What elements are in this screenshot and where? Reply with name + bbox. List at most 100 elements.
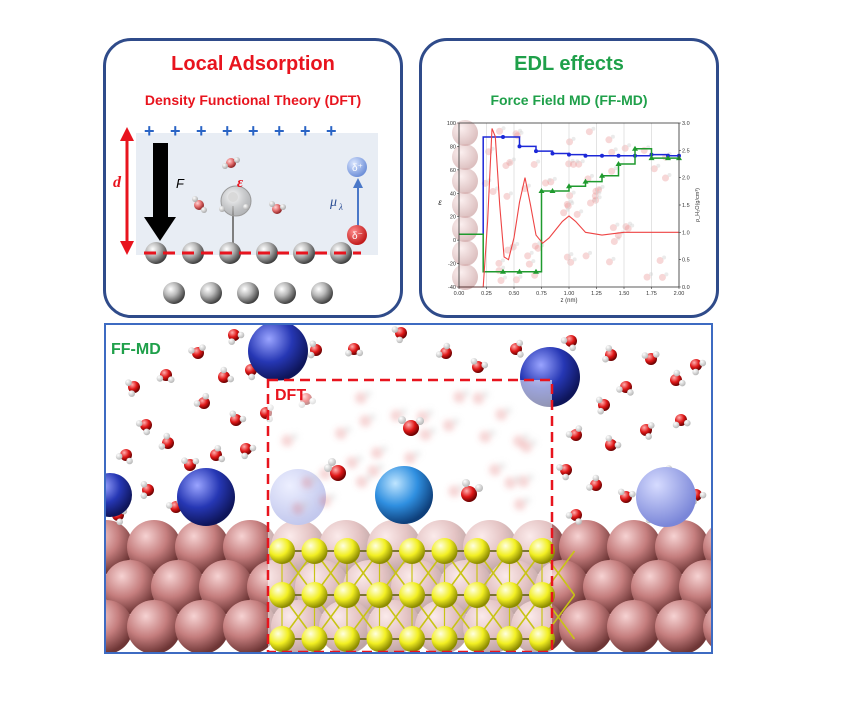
dft-subtitle: Density Functional Theory (DFT): [144, 92, 362, 108]
plus-charge: +: [326, 121, 337, 141]
sulfur-atom: [366, 538, 393, 564]
cation-sphere: [636, 467, 696, 527]
mu-label: μ: [329, 195, 337, 210]
plus-charge: +: [274, 121, 285, 141]
adsorbed-ion: [375, 466, 433, 524]
water-molecule: [605, 435, 622, 451]
y2-tick-label: 2.0: [682, 176, 690, 182]
series-point: [566, 183, 572, 189]
sulfur-atom: [496, 582, 523, 608]
series-point: [550, 151, 555, 156]
sulfur-atom: [366, 626, 393, 652]
x-tick-label: 1.25: [591, 291, 602, 297]
force-arrow-head: [144, 217, 176, 241]
surface-atom: [200, 282, 222, 304]
series-point: [582, 178, 589, 184]
y-tick-label: 40: [450, 191, 456, 197]
series-point: [500, 268, 506, 274]
series-point: [567, 152, 571, 157]
sulfur-atom: [529, 538, 555, 564]
simulation-snapshot: [106, 325, 711, 652]
y2-axis-label: ρ_H₂O(g/cm³): [695, 188, 701, 222]
y-tick-label: -20: [448, 262, 456, 268]
water-molecule: [690, 359, 707, 376]
copper-atom: [175, 600, 229, 652]
plus-charge: +: [222, 121, 233, 141]
series-point: [517, 144, 522, 149]
chart-series: [459, 128, 682, 288]
water-molecule: [229, 410, 247, 426]
sulfur-atom: [431, 626, 458, 652]
y2-tick-label: 3.0: [682, 121, 690, 127]
series-point: [549, 187, 556, 193]
series-point: [632, 145, 638, 151]
series-line-2: [459, 128, 679, 288]
copper-atom: [106, 560, 157, 614]
surface-atom: [311, 282, 333, 304]
water-molecule: [193, 392, 210, 409]
sulfur-atom: [399, 538, 425, 564]
plus-charge-row: ++++++++: [144, 121, 337, 141]
series-point: [616, 153, 621, 158]
water-molecule: [156, 369, 175, 383]
water-molecule: [556, 464, 572, 481]
copper-atom: [607, 520, 661, 574]
surface-atom: [163, 282, 185, 304]
epsilon-label: ε: [237, 175, 244, 191]
sulfur-atom: [529, 626, 555, 652]
water-molecule: [435, 342, 452, 359]
water-molecule: [565, 425, 583, 441]
d-label: d: [113, 174, 122, 191]
x-tick-label: 1.50: [619, 291, 630, 297]
sulfur-atom: [399, 582, 425, 608]
series-point: [648, 155, 655, 161]
plus-charge: +: [196, 121, 207, 141]
dft-water: [324, 458, 346, 481]
sulfur-atom: [301, 538, 328, 564]
copper-atom: [583, 560, 637, 614]
d-arrow-head-top: [120, 127, 134, 141]
y-tick-label: 80: [450, 144, 456, 150]
series-point: [538, 187, 545, 193]
surface-atom-row-bottom: [163, 282, 333, 304]
copper-atom: [199, 560, 253, 614]
force-arrow-shaft: [153, 143, 168, 220]
surface-atom: [237, 282, 259, 304]
delta-plus-icon: [347, 157, 367, 177]
water-molecule: [617, 488, 636, 503]
copper-atom: [703, 527, 711, 567]
series-point: [533, 268, 539, 274]
series-point: [665, 155, 671, 161]
water-molecule: [595, 396, 610, 415]
y-tick-label: 0: [453, 238, 456, 244]
x-tick-label: 1.75: [646, 291, 657, 297]
mu-subscript: λ: [338, 202, 343, 212]
plus-charge: +: [170, 121, 181, 141]
water-molecule: [391, 326, 407, 344]
dft-label: DFT: [275, 387, 307, 404]
water-molecule: [115, 449, 133, 465]
sulfur-atom: [464, 538, 490, 564]
water-molecule: [345, 343, 364, 357]
dft-region-border: [266, 378, 554, 652]
sulfur-atom: [334, 626, 360, 652]
local-adsorption-title: Local Adsorption: [171, 53, 335, 75]
electrolyte-region: [136, 133, 378, 255]
d-arrow-head-bottom: [120, 241, 134, 255]
sulfur-atom: [269, 582, 295, 608]
delta-plus-label: δ⁺: [352, 163, 363, 174]
water-molecule: [640, 422, 655, 440]
copper-atom: [631, 560, 685, 614]
sulfur-atom: [301, 582, 328, 608]
series-point: [615, 161, 622, 166]
edl-effects-title: EDL effects: [514, 53, 624, 75]
sulfur-atom: [269, 538, 295, 564]
water-molecule: [218, 366, 234, 383]
sulfur-atom: [366, 582, 393, 608]
ffmd-subtitle: Force Field MD (FF-MD): [490, 92, 648, 108]
ffmd-label: FF-MD: [111, 341, 161, 358]
dft-water: [398, 416, 424, 436]
sulfur-atom: [496, 626, 523, 652]
